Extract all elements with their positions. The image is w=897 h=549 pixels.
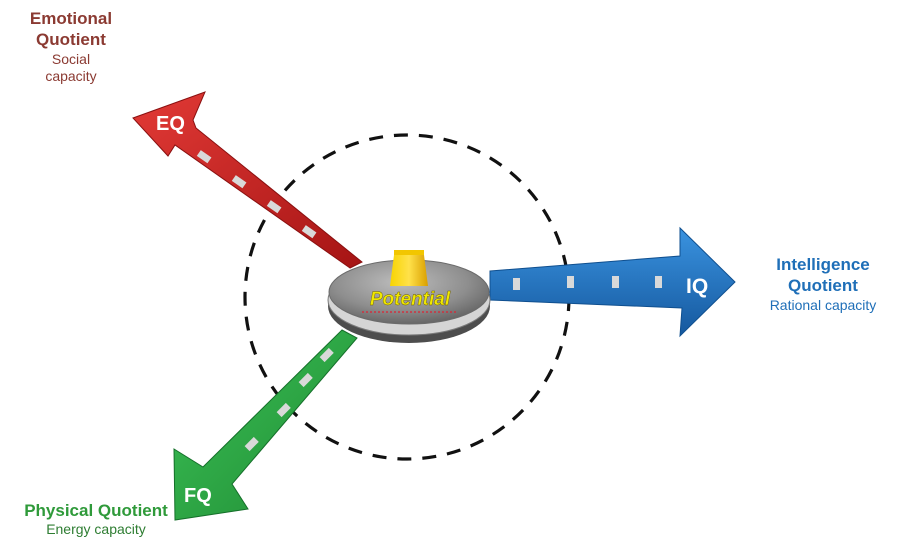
iq-badge: IQ xyxy=(686,275,708,298)
gold-pillar xyxy=(390,250,428,286)
iq-label: Intelligence Quotient Rational capacity xyxy=(752,254,894,314)
iq-arrow: IQ xyxy=(489,226,736,338)
iq-sub-line1: Rational capacity xyxy=(769,296,877,313)
eq-title-line2: Quotient xyxy=(36,30,106,50)
eq-badge: EQ xyxy=(156,113,185,135)
eq-sub-line2: capacity xyxy=(45,68,97,84)
eq-sub-line1: Social xyxy=(51,50,91,67)
potential-platform: Potential xyxy=(327,250,491,343)
fq-badge: FQ xyxy=(184,485,212,507)
eq-arrow: EQ xyxy=(132,91,363,269)
iq-title-line1: Intelligence xyxy=(776,255,870,274)
eq-title-line1: Emotional xyxy=(29,9,113,28)
fq-title-line1: Physical Quotient xyxy=(24,501,168,520)
fq-arrow: FQ xyxy=(173,329,358,521)
potential-label: Potential xyxy=(370,289,451,310)
fq-label: Physical Quotient Energy capacity xyxy=(6,500,186,539)
eq-label: Emotional Quotient Social capacity xyxy=(2,8,140,86)
iq-title-line2: Quotient xyxy=(788,276,858,296)
fq-sub-line1: Energy capacity xyxy=(46,521,146,538)
